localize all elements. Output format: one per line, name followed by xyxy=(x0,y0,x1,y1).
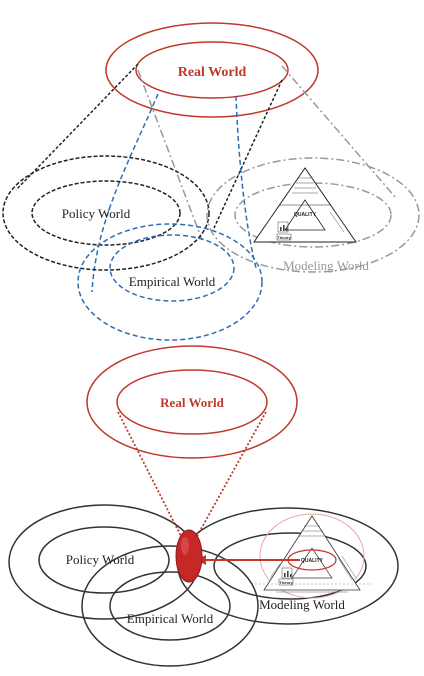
bottom-real-world-label: Real World xyxy=(160,395,224,410)
bottom-projection-line xyxy=(117,411,183,539)
bottom-chart-thumbnail-icon xyxy=(281,567,293,579)
bottom-empirical-world-label: Empirical World xyxy=(127,611,214,626)
top-policy-projection-line xyxy=(15,63,139,191)
top-real-world-inner-ring xyxy=(135,41,289,99)
top-modeling-world-label: Modeling World xyxy=(283,258,369,273)
bottom-modeling-world-label: Modeling World xyxy=(259,597,345,612)
top-modeling-projection-line xyxy=(137,69,203,241)
bottom-real-world-outer-ring xyxy=(86,345,298,459)
top-policy-world-inner-ring xyxy=(31,180,181,246)
bottom-theory-label: Theory xyxy=(279,580,293,585)
top-empirical-world-inner-ring xyxy=(109,234,235,302)
bottom-empirical-world-outer-ring xyxy=(81,545,259,667)
bottom-quality-triangle: QUALITY Theory xyxy=(255,513,372,599)
top-empirical-world-label: Empirical World xyxy=(129,274,216,289)
top-modeling-world-outer-ring xyxy=(206,157,420,273)
top-theory-label: Theory xyxy=(277,235,291,240)
bottom-policy-world-label: Policy World xyxy=(66,552,135,567)
top-empirical-projection-line xyxy=(91,93,159,293)
bottom-intersection-blob xyxy=(175,529,203,583)
top-diagram: Real World Policy World Empirical World … xyxy=(2,22,420,341)
top-real-world-label: Real World xyxy=(178,65,247,80)
top-quality-triangle: QUALITY Theory xyxy=(253,167,357,243)
bottom-policy-world-inner-ring xyxy=(38,526,170,594)
top-policy-projection-line xyxy=(213,79,283,229)
bottom-modeling-world-inner-ring xyxy=(213,532,367,600)
bottom-empirical-world-inner-ring xyxy=(109,571,231,641)
bottom-diagram: Real World QUALITY xyxy=(8,345,399,667)
bottom-quality-label: QUALITY xyxy=(301,558,324,564)
bottom-real-world-inner-ring xyxy=(116,369,268,435)
top-empirical-projection-line xyxy=(235,95,257,269)
top-policy-world-outer-ring xyxy=(2,155,210,271)
top-chart-thumbnail-icon xyxy=(277,221,289,233)
top-quality-label: QUALITY xyxy=(294,212,317,218)
top-real-world-outer-ring xyxy=(105,22,319,118)
top-empirical-world-outer-ring xyxy=(77,223,263,341)
bottom-projection-line xyxy=(195,411,267,539)
top-policy-world-label: Policy World xyxy=(62,206,131,221)
top-modeling-world-inner-ring xyxy=(234,182,392,248)
top-modeling-projection-line xyxy=(281,65,397,199)
